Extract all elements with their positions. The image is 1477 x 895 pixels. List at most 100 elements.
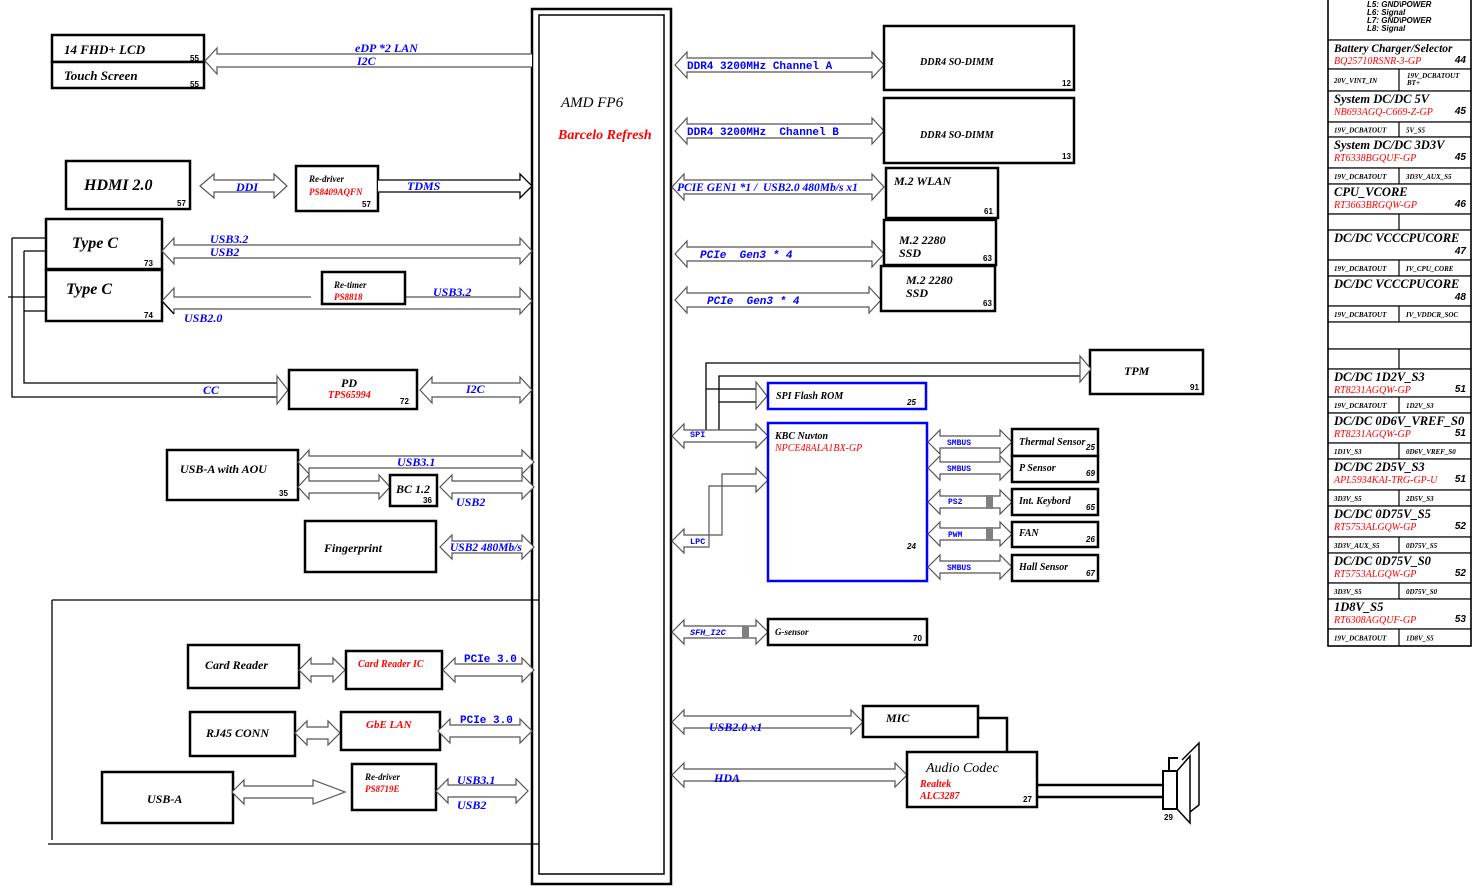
gbe-lan-box [339, 710, 442, 752]
typec1-page: 73 [144, 259, 153, 268]
mic-bus-label: USB2.0 x1 [709, 720, 762, 734]
card-reader-label: Card Reader [205, 658, 268, 672]
usba-label: USB-A [147, 792, 182, 806]
power-rail-part: RT6338BGQUF-GP [1333, 153, 1416, 164]
thermal-sensor-block[interactable]: Thermal Sensor 25 [1010, 427, 1100, 458]
hda-bus-arrow [671, 761, 908, 789]
lcd-label: 14 FHD+ LCD [64, 42, 146, 57]
power-rail-part: RT5753ALGQW-GP [1333, 522, 1416, 533]
touch-screen-box [50, 60, 206, 90]
power-rail-page: 45 [1454, 152, 1467, 163]
rj45-block[interactable]: RJ45 CONN [188, 710, 297, 758]
ssd1-block[interactable]: M.2 2280 SSD 63 [882, 218, 998, 267]
power-rail-title-cell [1327, 321, 1472, 350]
spi-tpm-wire-1 [705, 362, 1080, 430]
card-reader-block[interactable]: Card Reader [186, 643, 301, 690]
pd-i2c-arrow [419, 375, 533, 405]
usba-link-arrow [231, 778, 347, 806]
hdmi-redriver-label: Re-driver [308, 174, 344, 184]
pd-part: TPS65994 [328, 390, 371, 401]
typec2-usb32-arrow-left [161, 286, 311, 302]
ddr-b-bus-label: DDR4 3200MHz Channel B [687, 127, 839, 139]
wlan-block[interactable]: M.2 WLAN 61 [884, 166, 1000, 220]
audio-codec-block[interactable]: Audio Codec Realtek ALC3287 27 [905, 750, 1039, 809]
bc12-label: BC 1.2 [395, 482, 430, 496]
power-rail-row[interactable]: Battery Charger/SelectorBQ25710RSNR-3-GP… [1327, 39, 1472, 92]
cpu-block[interactable]: AMD FP6 Barcelo Refresh [530, 7, 673, 886]
power-rail-part: RT6308AGQUF-GP [1333, 615, 1416, 626]
retimer-box [320, 270, 407, 306]
dimm-b-block[interactable]: DDR4 SO-DIMM 13 [882, 96, 1076, 165]
fingerprint-label: Fingerprint [323, 541, 383, 555]
pd-block[interactable]: PD TPS65994 72 [287, 368, 419, 411]
psensor-block[interactable]: P Sensor 69 [1010, 454, 1100, 484]
hdmi-box [64, 159, 192, 211]
power-rail-page: 51 [1455, 428, 1467, 439]
cpu-name: AMD FP6 [560, 95, 624, 111]
thermal-bus-label: SMBUS [947, 439, 971, 448]
lcd-block[interactable]: 14 FHD+ LCD 55 [50, 33, 206, 64]
usba-redriver-block[interactable]: Re-driver PS8719E [350, 762, 438, 812]
touch-screen-block[interactable]: Touch Screen 55 [50, 60, 206, 90]
hall-sensor-page: 67 [1086, 569, 1095, 578]
mic-block[interactable]: MIC [861, 704, 980, 739]
tdms-bus-label: TDMS [407, 179, 441, 193]
retimer-block[interactable]: Re-timer PS8818 [320, 270, 407, 306]
ssd1-line1: M.2 2280 [898, 233, 946, 247]
hdmi-redriver-block[interactable]: Re-driver PS8409AQFN 57 [294, 164, 380, 213]
fan-block[interactable]: FAN 26 [1010, 520, 1100, 549]
power-rail-input: 19V_DCBATOUT [1334, 265, 1387, 273]
power-rail-output: 1D2V_S3 [1406, 402, 1434, 410]
hall-sensor-block[interactable]: Hall Sensor 67 [1010, 553, 1100, 583]
lpc-bus-label: LPC [690, 537, 705, 547]
typec2-page: 74 [144, 311, 153, 320]
power-rail-row[interactable] [1327, 321, 1472, 370]
power-rail-input: 19V_DCBATOUT [1334, 311, 1387, 319]
usba-block[interactable]: USB-A [100, 770, 235, 825]
spi-rom-block[interactable]: SPI Flash ROM 25 [766, 381, 928, 411]
keyboard-ps2-arrow [927, 488, 1013, 516]
dimm-b-label: DDR4 SO-DIMM [919, 130, 995, 141]
usba-aou-block[interactable]: USB-A with AOU 35 [165, 448, 300, 502]
thermal-sensor-label: Thermal Sensor [1019, 437, 1086, 448]
ssd2-block[interactable]: M.2 2280 SSD 63 [879, 264, 997, 313]
gbe-pcie-arrow [437, 717, 533, 745]
pd-box [287, 368, 419, 411]
gbe-lan-block[interactable]: GbE LAN [339, 710, 442, 752]
rj45-label: RJ45 CONN [205, 726, 270, 740]
keyboard-block[interactable]: Int. Keybord 65 [1010, 487, 1100, 517]
layer-label: L5: GND\POWER [1367, 0, 1432, 9]
power-rail-page: 46 [1454, 199, 1467, 210]
hdmi-block[interactable]: HDMI 2.0 57 [64, 159, 192, 211]
power-rail-title-cell [1327, 505, 1472, 538]
spi-tpm-wire-2 [718, 375, 1080, 430]
typec2-block[interactable]: Type C 74 [44, 268, 164, 323]
fingerprint-block[interactable]: Fingerprint [303, 519, 438, 574]
daughter-board-frame [48, 599, 539, 845]
ddi-bus-label: DDI [235, 180, 259, 194]
tpm-block[interactable]: TPM 91 [1088, 348, 1205, 396]
bc12-block[interactable]: BC 1.2 36 [388, 473, 439, 508]
power-rail-page: 45 [1454, 106, 1467, 117]
dimm-a-block[interactable]: DDR4 SO-DIMM 12 [882, 24, 1076, 92]
tdms-bus-arrow [378, 172, 533, 200]
power-rail-title-cell [1327, 183, 1472, 215]
card-reader-ic-block[interactable]: Card Reader IC [344, 649, 444, 691]
aou-bc12-arrow [297, 473, 391, 501]
typec1-block[interactable]: Type C 73 [44, 217, 164, 271]
gsensor-block[interactable]: G-sensor 70 [766, 617, 929, 647]
gsensor-page: 70 [913, 634, 922, 643]
usba-aou-label: USB-A with AOU [180, 462, 268, 476]
kbc-block[interactable]: KBC Nuvton NPCE48ALA1BX-GP 24 [766, 421, 929, 583]
